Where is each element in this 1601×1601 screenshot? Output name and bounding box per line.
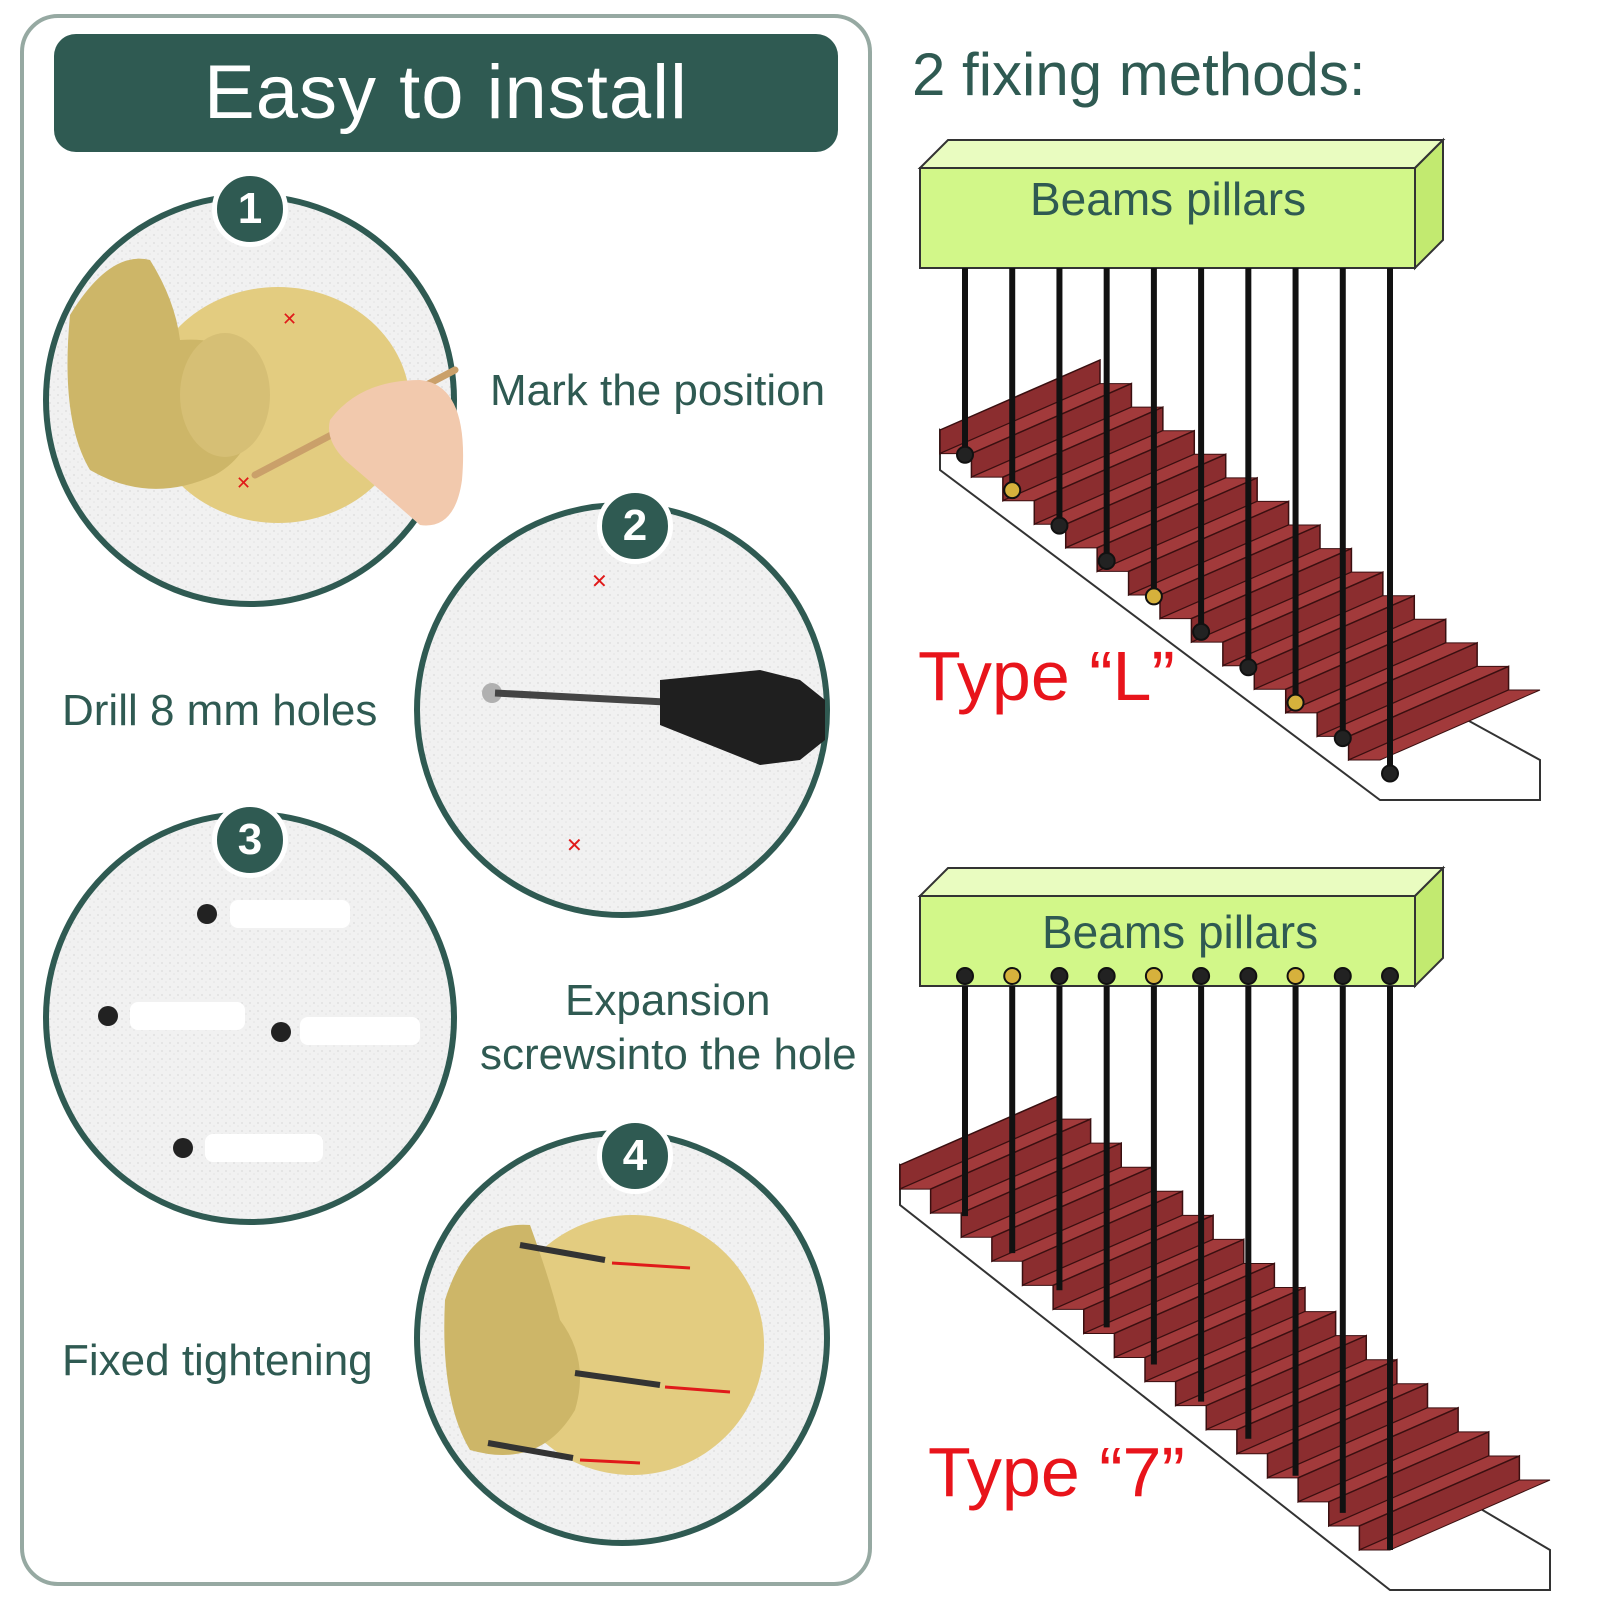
rod-fixing-icon [1239, 658, 1258, 677]
cross-mark-icon: ✕ [282, 309, 297, 330]
step-3-number: 3 [212, 802, 288, 878]
cross-mark-icon: ✕ [566, 833, 583, 857]
rod-fixing-icon [1097, 967, 1116, 985]
rod-fixing-icon [1144, 967, 1163, 985]
drill-bit-icon [494, 689, 666, 706]
step-1-illustration: ✕ ✕ [43, 193, 464, 607]
type-l-label: Type “L” [918, 637, 1175, 715]
pipe-elbow [444, 1224, 580, 1455]
wall-plug-icon [230, 900, 350, 928]
rod-fixing-icon [956, 967, 974, 985]
step-3-label-line2: screwsinto the hole [480, 1030, 857, 1079]
rod-fixing-icon [1003, 481, 1022, 500]
screw-icon [574, 1370, 661, 1388]
step-3-label-line1: Expansion [565, 976, 771, 1025]
rod-fixing-icon [1050, 516, 1069, 535]
stair-tread [1359, 1479, 1551, 1551]
rod-fixing-icon [1144, 587, 1163, 606]
beam-label-type-l: Beams pillars [1030, 173, 1307, 225]
step-2-number: 2 [597, 488, 673, 564]
step-4-label: Fixed tightening [62, 1336, 373, 1385]
rod-fixing-icon [956, 445, 974, 464]
beam-side [1414, 865, 1444, 989]
step-2-label: Drill 8 mm holes [62, 686, 378, 735]
rod-fixing-icon [1381, 967, 1399, 985]
arrow-icon [611, 1261, 691, 1270]
fixing-methods-title: 2 fixing methods: [912, 41, 1366, 108]
rod-fixing-icon [1333, 967, 1352, 985]
rod-fixing-icon [1381, 764, 1399, 783]
wall-plug-icon [300, 1017, 420, 1045]
step-3-illustration [43, 811, 457, 1225]
cross-mark-icon: ✕ [236, 473, 251, 494]
screw-icon [519, 1242, 606, 1263]
screw-icon [487, 1440, 574, 1461]
rod-fixing-icon [1192, 622, 1211, 641]
rod-fixing-icon [1097, 552, 1116, 570]
beam-top [917, 867, 1446, 897]
rod-fixing-icon [1286, 967, 1305, 985]
rod-fixing-icon [1333, 729, 1352, 748]
step-4-number: 4 [597, 1118, 673, 1194]
rod-fixing-icon [1003, 967, 1022, 985]
step-1-label: Mark the position [490, 366, 826, 415]
hand-icon [329, 380, 464, 526]
step-1-number: 1 [212, 171, 288, 247]
beam-pillar [919, 167, 1416, 269]
rod-fixing-icon [1239, 967, 1258, 985]
wall-plug-icon [205, 1134, 323, 1162]
stair-tread [1348, 689, 1541, 761]
type-7-label: Type “7” [928, 1433, 1185, 1511]
arrow-icon [664, 1385, 731, 1394]
beam-label-type-7: Beams pillars [1042, 906, 1319, 958]
step-4-illustration [414, 1130, 830, 1546]
page-title: Easy to install [54, 34, 838, 152]
cross-mark-icon: ✕ [591, 569, 608, 593]
rod-fixing-icon [1050, 967, 1069, 985]
drill-icon [660, 670, 825, 765]
rod-fixing-icon [1192, 967, 1211, 985]
wall-plug-icon [130, 1002, 245, 1030]
beam-side [1414, 137, 1444, 271]
rod-fixing-icon [1286, 693, 1305, 712]
beam-top [917, 139, 1446, 169]
step-illustrations: ✕ ✕ ✕ ✕ [43, 193, 830, 1546]
beam-pillar [919, 895, 1416, 987]
arrow-icon [579, 1458, 641, 1465]
